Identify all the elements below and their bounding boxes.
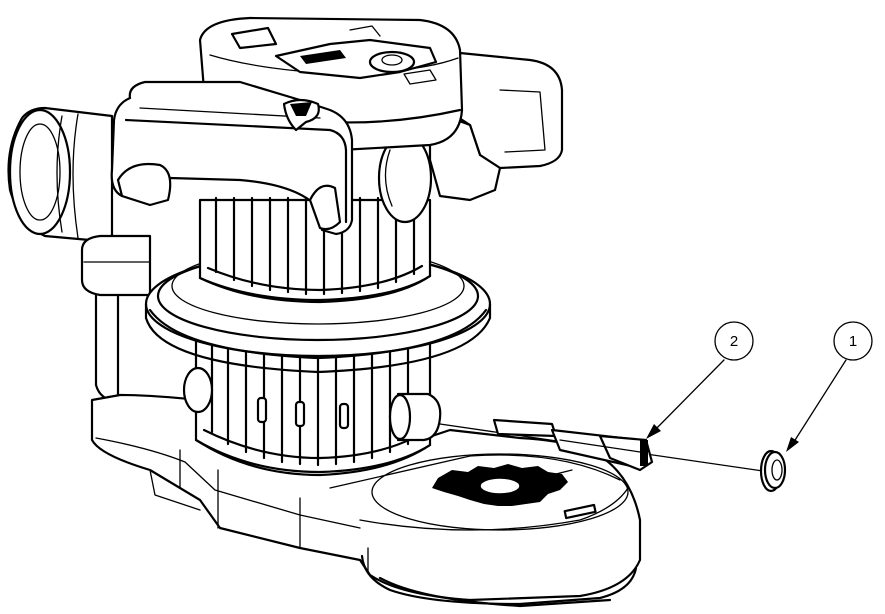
callout-1-bubble bbox=[833, 321, 873, 361]
upper-cage bbox=[198, 196, 432, 304]
callout-2-leader bbox=[649, 359, 725, 436]
callout-2-arrowhead bbox=[646, 424, 661, 439]
callout-2: 2 bbox=[646, 321, 754, 439]
callout-2-bubble bbox=[714, 321, 754, 361]
part-1-cap bbox=[759, 449, 787, 493]
lower-cage-ribs bbox=[210, 338, 410, 467]
callout-1-arrowhead bbox=[786, 437, 799, 452]
callout-1-leader bbox=[789, 359, 847, 449]
callout-1-label: 1 bbox=[849, 333, 857, 350]
exploded-parts bbox=[439, 418, 787, 493]
lower-cage bbox=[182, 338, 442, 477]
callout-2-label: 2 bbox=[730, 333, 738, 350]
base-disc bbox=[371, 453, 629, 531]
part-2-clip bbox=[492, 418, 654, 472]
cap-top-detail bbox=[230, 25, 438, 85]
valve-head bbox=[110, 16, 564, 236]
callout-1: 1 bbox=[786, 321, 873, 452]
